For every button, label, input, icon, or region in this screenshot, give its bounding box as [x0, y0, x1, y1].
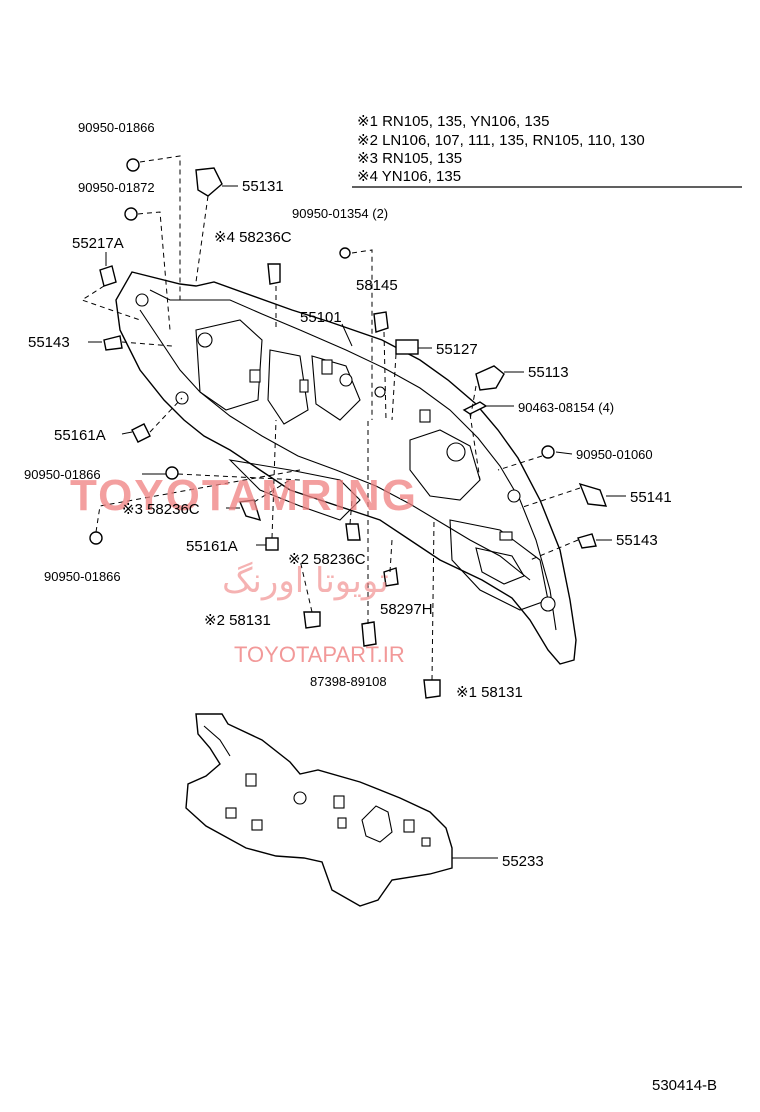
plug-90950-01866-icon [165, 466, 179, 480]
callout-87398-89108: 87398-89108 [310, 674, 387, 689]
callout-55143-left: 55143 [28, 334, 70, 351]
legend: ※1 RN105, 135, YN106, 135 ※2 LN106, 107,… [352, 113, 742, 188]
panel-slot [499, 531, 513, 541]
legend-line-3: ※3 RN105, 135 [357, 150, 462, 167]
callout-90950-01866-top: 90950-01866 [78, 120, 155, 135]
callout-90463-08154: 90463-08154 (4) [518, 400, 614, 415]
grommet-icon [124, 207, 138, 221]
callout-55101: 55101 [300, 309, 342, 326]
pad-cutout [225, 807, 237, 819]
callout-58145: 58145 [356, 277, 398, 294]
cover-55127-icon [395, 339, 419, 355]
grommet-icon [126, 158, 140, 172]
callout-58131-s1: ※1 58131 [456, 684, 523, 701]
bracket-55141-icon [578, 482, 608, 507]
callout-90950-01060: 90950-01060 [576, 447, 653, 462]
retainer-55143-right-icon [577, 533, 597, 549]
panel-slot [299, 379, 309, 393]
clip-55161A-bottom-icon [265, 537, 279, 551]
panel-hole [339, 373, 353, 387]
callout-55217A: 55217A [72, 235, 124, 252]
bolt-58131-icon [303, 611, 321, 629]
watermark-site: TOYOTAPART.IR [234, 642, 405, 667]
callout-55161A-bottom: 55161A [186, 538, 238, 555]
callout-58236C-s3: ※3 58236C [122, 501, 200, 518]
panel-hole [135, 293, 149, 307]
panel-hole [374, 386, 386, 398]
panel-hole [540, 596, 556, 612]
leader-lines [80, 155, 626, 859]
plug-90950-01354-icon [339, 247, 351, 259]
clip-55161A-icon [131, 423, 151, 443]
callout-55113: 55113 [528, 364, 569, 381]
panel-hole [446, 442, 466, 462]
bolt-58131-s1-icon [423, 679, 441, 699]
callout-55233: 55233 [502, 853, 544, 870]
watermark: TOYOTAMRING تویوتا اورنگ TOYOTAPART.IR [70, 471, 418, 667]
clip-58297H-icon [383, 567, 399, 587]
callout-55141: 55141 [630, 489, 672, 506]
callout-55131: 55131 [242, 178, 284, 195]
callout-90950-01866-bottom: 90950-01866 [44, 569, 121, 584]
pad-cutout [251, 819, 263, 831]
callout-55127: 55127 [436, 341, 478, 358]
watermark-brand: TOYOTAMRING [70, 471, 418, 520]
pad-cutout [337, 817, 347, 829]
callout-58236C-s2: ※2 58236C [288, 551, 366, 568]
pad-hole [293, 791, 307, 805]
clip-58145-icon [373, 311, 389, 333]
pad-cutout [333, 795, 345, 809]
callout-58236C-s4: ※4 58236C [214, 229, 292, 246]
cover-55113-icon [475, 365, 505, 391]
dash-panel-55101 [115, 271, 577, 665]
pad-cutout [421, 837, 431, 847]
panel-hole [197, 332, 213, 348]
clip-55217A-icon [99, 265, 117, 287]
pad-cutout [403, 819, 415, 833]
bracket-58236C-s3-icon [238, 499, 262, 522]
plug-90950-01060-icon [541, 445, 555, 459]
pad-cutout [245, 773, 257, 787]
callout-58297H: 58297H [380, 601, 433, 618]
panel-slot [419, 409, 431, 423]
callout-labels: 90950-01866 90950-01872 55131 55217A ※4 … [24, 120, 672, 870]
silencer-pad-55233 [185, 713, 453, 907]
legend-line-2: ※2 LN106, 107, 111, 135, RN105, 110, 130 [357, 132, 645, 149]
clip-87398-icon [361, 621, 377, 647]
panel-hole [507, 489, 521, 503]
callout-55161A-left: 55161A [54, 427, 106, 444]
figure-id: 530414-B [652, 1077, 717, 1094]
callout-90950-01872: 90950-01872 [78, 180, 155, 195]
small-parts [89, 158, 608, 699]
plug-90950-01866-bottom-icon [89, 531, 103, 545]
callout-58131-s2: ※2 58131 [204, 612, 271, 629]
callout-90950-01354: 90950-01354 (2) [292, 206, 388, 221]
pad-cutout [361, 805, 393, 843]
bracket-58236C-s2-icon [345, 523, 361, 541]
callout-55143-right: 55143 [616, 532, 658, 549]
bracket-58236C-icon [267, 263, 281, 285]
panel-slot [249, 369, 261, 383]
legend-line-1: ※1 RN105, 135, YN106, 135 [357, 113, 549, 130]
callout-90950-01866-mid: 90950-01866 [24, 467, 101, 482]
watermark-persian: تویوتا اورنگ [222, 561, 389, 601]
legend-line-4: ※4 YN106, 135 [357, 168, 461, 185]
retainer-55143-icon [103, 335, 123, 351]
panel-slot [321, 359, 333, 375]
plate-55131-icon [195, 167, 223, 197]
